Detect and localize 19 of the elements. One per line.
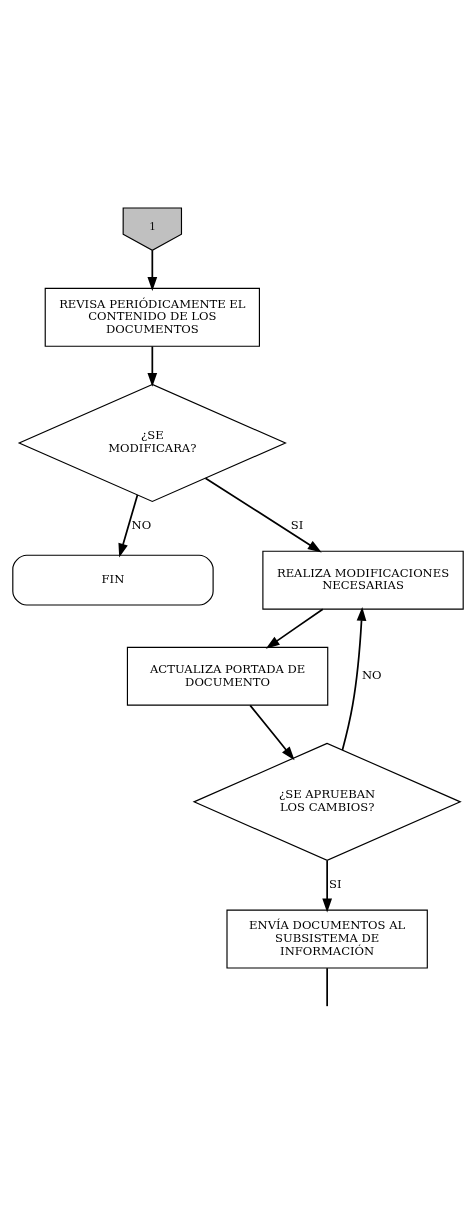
node-box: ENVÍA DOCUMENTOS AL SUBSISTEMA DE INFORMACIÓN <box>226 909 428 969</box>
arrow <box>322 859 333 912</box>
node-box: FIN <box>12 554 214 606</box>
arrow <box>204 476 322 553</box>
node-box: REVISA PERIÓDICAMENTE EL CONTENIDO DE LOS DOCUMENTOS <box>44 287 260 347</box>
edge-label: SI <box>329 876 342 891</box>
node-diamond: ¿SE MODIFICARA? <box>17 383 287 502</box>
arrow <box>341 606 367 751</box>
connector <box>326 966 328 1007</box>
arrow <box>249 704 295 760</box>
edge-label: NO <box>361 667 382 682</box>
node-box: REALIZA MODIFICACIONES NECESARIAS <box>262 550 464 610</box>
arrow <box>147 345 158 387</box>
arrow <box>147 248 158 291</box>
edge-label: SI <box>290 517 304 532</box>
node-box: ACTUALIZA PORTADA DE DOCUMENTO <box>126 646 329 706</box>
arrow <box>118 493 139 558</box>
edge-label: NO <box>131 517 152 532</box>
arrow <box>265 607 324 649</box>
